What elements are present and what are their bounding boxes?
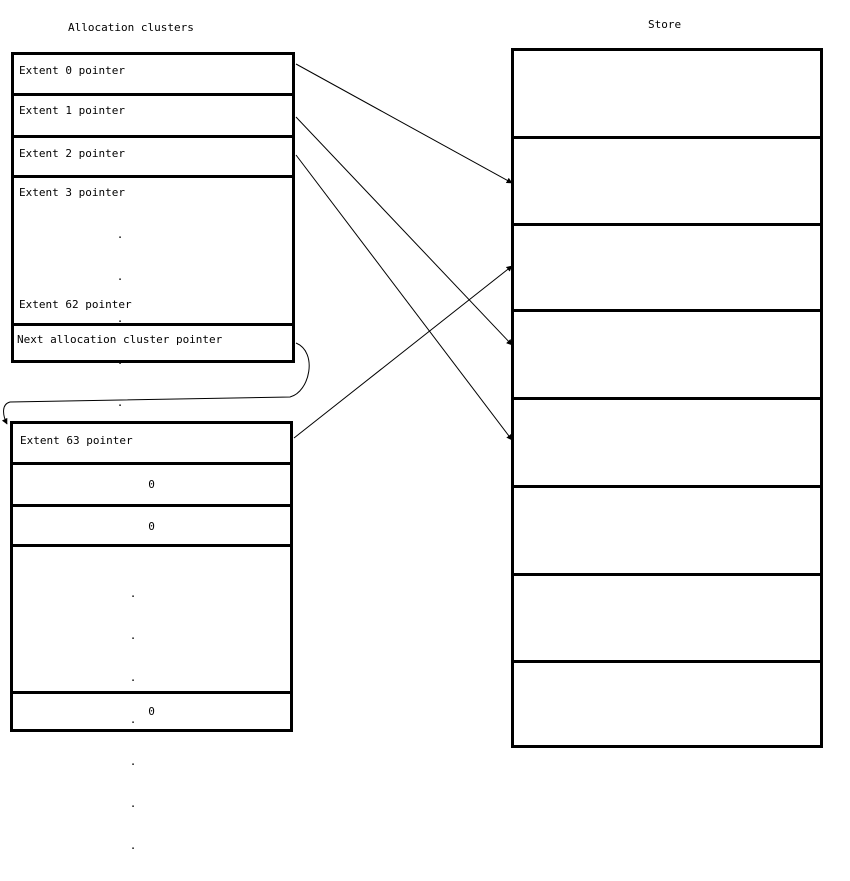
dot: .: [129, 671, 137, 684]
store-title: Store: [648, 18, 682, 31]
dot: .: [129, 797, 137, 810]
store-block: [514, 226, 820, 312]
pointer-arrows: [1, 63, 513, 441]
zero-cell-2: 0: [13, 507, 290, 547]
store-block: [514, 400, 820, 488]
extent-0-arrow: [295, 63, 513, 184]
next-cluster-cell: Next allocation cluster pointer: [14, 326, 292, 363]
extent-1-cell: Extent 1 pointer: [14, 96, 292, 138]
zero-label-last: 0: [148, 705, 155, 718]
store-block: [514, 51, 820, 139]
allocation-cluster-1: Extent 0 pointer Extent 1 pointer Extent…: [11, 52, 295, 493]
dot: .: [116, 312, 124, 325]
dot: .: [129, 713, 137, 726]
dot: .: [116, 228, 124, 241]
dot: .: [129, 587, 137, 600]
extent-1-label: Extent 1 pointer: [19, 104, 125, 117]
allocation-clusters-title: Allocation clusters: [68, 21, 194, 34]
extent-1-arrow: [295, 116, 513, 346]
zero-cell-1: 0: [13, 465, 290, 507]
extent-63-label: Extent 63 pointer: [20, 434, 133, 447]
dot: .: [116, 354, 124, 367]
extent-0-cell: Extent 0 pointer: [14, 55, 292, 96]
extent-2-label: Extent 2 pointer: [19, 147, 125, 160]
dot: .: [116, 396, 124, 409]
store-block: [514, 576, 820, 663]
next-cluster-arrow: [1, 342, 310, 425]
extent-2-cell: Extent 2 pointer: [14, 138, 292, 178]
dot: .: [116, 270, 124, 283]
zero-label-1: 0: [148, 478, 155, 491]
store-column: [511, 48, 823, 748]
extent-62-label: Extent 62 pointer: [19, 298, 132, 311]
store-block: [514, 312, 820, 400]
dot: .: [129, 755, 137, 768]
next-cluster-label: Next allocation cluster pointer: [17, 333, 223, 346]
extent-63-arrow: [293, 265, 513, 439]
dot: .: [129, 839, 137, 852]
store-block: [514, 139, 820, 226]
extent-3-label: Extent 3 pointer: [19, 186, 125, 199]
zero-cell-last: 0: [13, 694, 290, 732]
dot: .: [129, 629, 137, 642]
allocation-cluster-2: Extent 63 pointer 0 0 . . . . . . . 0: [10, 421, 293, 852]
extent-0-label: Extent 0 pointer: [19, 64, 125, 77]
extent-2-arrow: [295, 154, 513, 441]
store-block: [514, 488, 820, 576]
zero-label-2: 0: [148, 520, 155, 533]
extent-63-cell: Extent 63 pointer: [13, 424, 290, 465]
